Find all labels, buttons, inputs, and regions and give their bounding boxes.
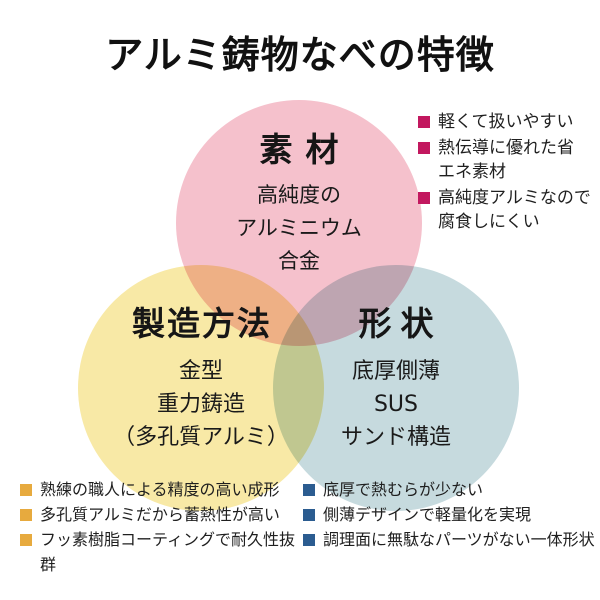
list-item-text: 高純度アルミなので 腐食しにくい bbox=[438, 188, 591, 232]
circle-label-shape: 形状 底厚側薄 SUS サンド構造 bbox=[273, 304, 519, 454]
circle-line: SUS bbox=[373, 392, 419, 418]
list-item-text: 軽くて扱いやすい bbox=[438, 112, 574, 132]
circle-line: 底厚側薄 bbox=[351, 359, 440, 385]
bullet-list-material: 軽くて扱いやすい 熱伝導に優れた省 エネ素材 高純度アルミなので 腐食しにくい bbox=[418, 110, 596, 236]
circle-heading-material: 素材 bbox=[259, 130, 352, 169]
venn-circle-shape bbox=[273, 265, 519, 511]
circle-heading-shape: 形状 bbox=[358, 304, 443, 343]
square-bullet-icon bbox=[418, 192, 430, 204]
list-item: 調理面に無駄なパーツがない一体形状 bbox=[303, 527, 597, 552]
bullet-list-shape: 底厚で熱むらが少ない 側薄デザインで軽量化を実現 調理面に無駄なパーツがない一体… bbox=[303, 477, 597, 552]
circle-line: 金型 bbox=[178, 359, 223, 385]
list-item-text: フッ素樹脂コーティングで耐久性抜群 bbox=[40, 530, 296, 574]
list-item: 高純度アルミなので 腐食しにくい bbox=[418, 186, 596, 234]
square-bullet-icon bbox=[303, 534, 315, 546]
list-item: 熟練の職人による精度の高い成形 bbox=[20, 477, 306, 502]
list-item-text: 多孔質アルミだから蓄熱性が高い bbox=[40, 505, 280, 524]
bullet-list-method: 熟練の職人による精度の高い成形 多孔質アルミだから蓄熱性が高い フッ素樹脂コーテ… bbox=[20, 477, 306, 577]
circle-body-method: 金型 重力鋳造 （多孔質アルミ） bbox=[71, 355, 331, 454]
list-item-text: 調理面に無駄なパーツがない一体形状 bbox=[323, 530, 595, 549]
circle-line: アルミニウム bbox=[236, 216, 362, 241]
square-bullet-icon bbox=[303, 484, 315, 496]
circle-line: 合金 bbox=[278, 249, 320, 274]
circle-line: （多孔質アルミ） bbox=[113, 425, 289, 451]
square-bullet-icon bbox=[20, 484, 32, 496]
circle-label-material: 素材 高純度の アルミニウム 合金 bbox=[176, 130, 422, 278]
list-item: 熱伝導に優れた省 エネ素材 bbox=[418, 136, 596, 184]
circle-heading-method: 製造方法 bbox=[132, 304, 272, 343]
circle-line: サンド構造 bbox=[340, 425, 451, 451]
page-title: アルミ鋳物なべの特徴 bbox=[105, 33, 495, 77]
square-bullet-icon bbox=[418, 142, 430, 154]
list-item: 多孔質アルミだから蓄熱性が高い bbox=[20, 502, 306, 527]
list-item-text: 底厚で熱むらが少ない bbox=[323, 480, 484, 499]
square-bullet-icon bbox=[20, 534, 32, 546]
square-bullet-icon bbox=[418, 116, 430, 128]
list-item-text: 側薄デザインで軽量化を実現 bbox=[323, 505, 532, 524]
circle-body-shape: 底厚側薄 SUS サンド構造 bbox=[273, 355, 519, 454]
square-bullet-icon bbox=[303, 509, 315, 521]
list-item-text: 熟練の職人による精度の高い成形 bbox=[40, 480, 280, 499]
circle-label-method: 製造方法 金型 重力鋳造 （多孔質アルミ） bbox=[71, 304, 331, 454]
list-item: フッ素樹脂コーティングで耐久性抜群 bbox=[20, 527, 306, 577]
list-item: 側薄デザインで軽量化を実現 bbox=[303, 502, 597, 527]
circle-body-material: 高純度の アルミニウム 合金 bbox=[176, 179, 422, 278]
square-bullet-icon bbox=[20, 509, 32, 521]
list-item: 軽くて扱いやすい bbox=[418, 110, 596, 134]
list-item: 底厚で熱むらが少ない bbox=[303, 477, 597, 502]
list-item-text: 熱伝導に優れた省 エネ素材 bbox=[438, 138, 574, 182]
circle-line: 重力鋳造 bbox=[156, 392, 245, 418]
circle-line: 高純度の bbox=[257, 183, 341, 208]
